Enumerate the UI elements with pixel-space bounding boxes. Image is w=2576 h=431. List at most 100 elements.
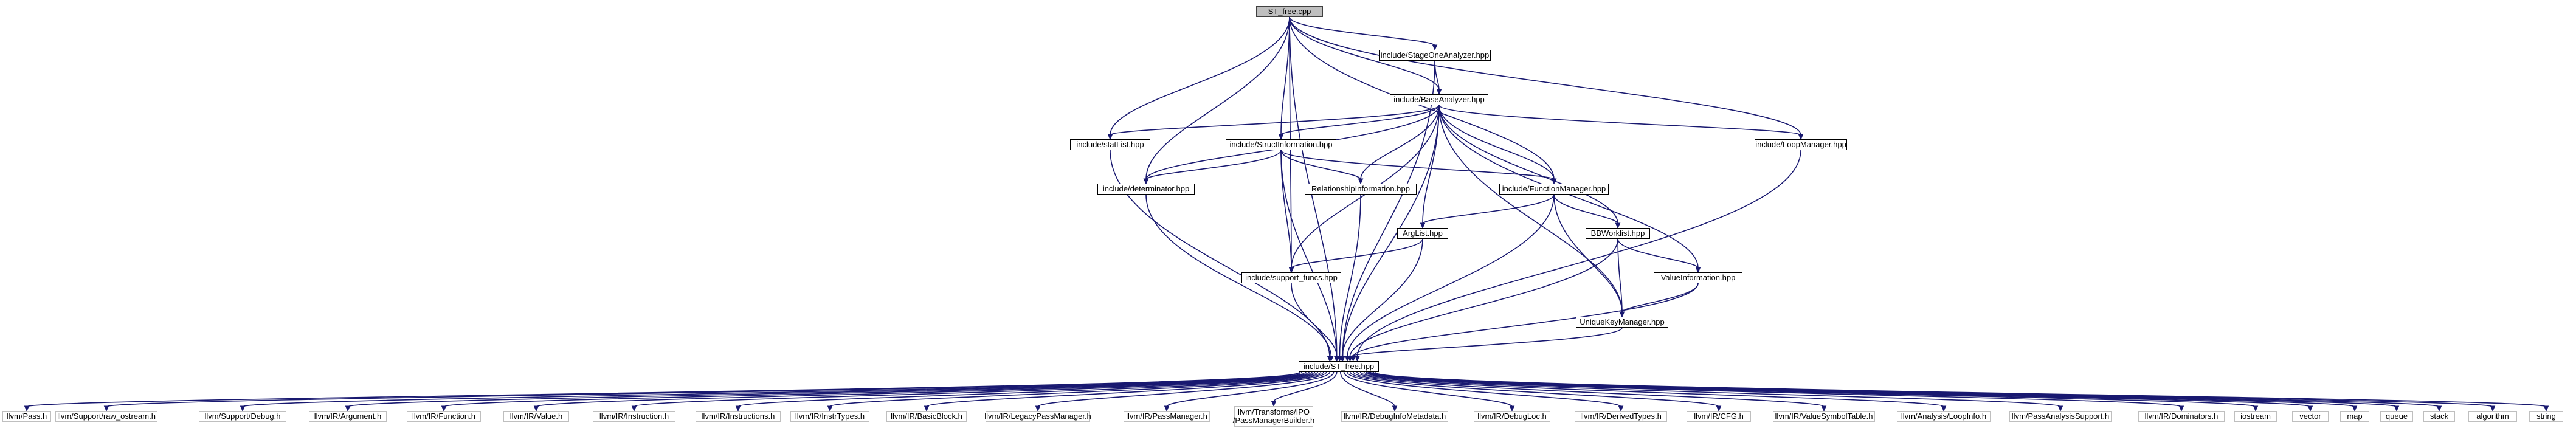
edge-sthpp-to-s14 bbox=[1339, 371, 1395, 407]
edge-arrowhead bbox=[1420, 222, 1426, 229]
node-struct[interactable]: include/StructInformation.hpp bbox=[1226, 139, 1336, 150]
node-s23: vector bbox=[2292, 411, 2329, 422]
edge-root-to-struct bbox=[1280, 16, 1290, 136]
node-vinfo[interactable]: ValueInformation.hpp bbox=[1654, 272, 1742, 283]
edge-base-to-stat bbox=[1110, 105, 1440, 136]
node-arg[interactable]: ArgList.hpp bbox=[1397, 228, 1448, 239]
node-label: llvm/IR/BasicBlock.h bbox=[891, 412, 962, 421]
node-label: ValueInformation.hpp bbox=[1660, 273, 1736, 282]
edge-arg-to-sthpp bbox=[1341, 238, 1423, 357]
edge-sthpp-to-s6 bbox=[536, 371, 1316, 407]
edge-arrowhead bbox=[1615, 222, 1621, 229]
edge-arrowhead bbox=[1355, 356, 1360, 362]
edge-sthpp-to-s8 bbox=[737, 371, 1322, 407]
node-base[interactable]: include/BaseAnalyzer.hpp bbox=[1390, 94, 1488, 105]
node-s14: llvm/IR/DebugInfoMetadata.h bbox=[1341, 411, 1448, 422]
node-ukm[interactable]: UniqueKeyManager.hpp bbox=[1576, 317, 1668, 328]
node-s7: llvm/IR/Instruction.h bbox=[593, 411, 675, 422]
edge-arrowhead bbox=[24, 405, 30, 412]
edge-root-to-stage bbox=[1289, 16, 1435, 46]
edge-arrowhead bbox=[533, 405, 539, 412]
node-label: llvm/IR/DerivedTypes.h bbox=[1580, 412, 1662, 421]
node-s12: llvm/IR/PassManager.h bbox=[1124, 411, 1210, 422]
edge-base-to-func bbox=[1438, 105, 1555, 180]
node-s22: iostream bbox=[2234, 411, 2277, 422]
edge-arrowhead bbox=[2436, 405, 2442, 412]
edge-func-to-ukm bbox=[1553, 194, 1623, 313]
node-bbw[interactable]: BBWorklist.hpp bbox=[1586, 228, 1650, 239]
node-root[interactable]: ST_free.cpp bbox=[1256, 6, 1323, 17]
edge-arrowhead bbox=[1821, 405, 1827, 412]
node-rel[interactable]: RelationshipInformation.hpp bbox=[1305, 184, 1417, 195]
edge-sthpp-to-s10 bbox=[926, 371, 1327, 407]
edge-vinfo-to-sthpp bbox=[1352, 283, 1699, 357]
edge-root-to-det bbox=[1145, 16, 1290, 180]
edge-sthpp-to-s11 bbox=[1037, 371, 1330, 407]
edge-arrowhead bbox=[240, 405, 246, 412]
node-supp[interactable]: include/support_funcs.hpp bbox=[1241, 272, 1341, 283]
edge-arrowhead bbox=[1392, 405, 1398, 412]
edge-sthpp-to-s15 bbox=[1343, 371, 1513, 407]
node-label: include/statList.hpp bbox=[1076, 140, 1144, 149]
edge-root-to-sthpp bbox=[1289, 16, 1338, 357]
node-label: llvm/PassAnalysisSupport.h bbox=[2011, 412, 2110, 421]
edge-base-to-rel bbox=[1360, 105, 1440, 180]
edge-arrowhead bbox=[2490, 405, 2496, 412]
edge-struct-to-func bbox=[1280, 150, 1555, 180]
node-s6: llvm/IR/Value.h bbox=[503, 411, 569, 422]
edge-arrowhead bbox=[1328, 356, 1334, 362]
edge-root-to-stat bbox=[1110, 16, 1290, 136]
edge-arrowhead bbox=[441, 405, 447, 412]
node-stat[interactable]: include/statList.hpp bbox=[1070, 139, 1150, 150]
node-stage[interactable]: include/StageOneAnalyzer.hpp bbox=[1379, 50, 1491, 61]
node-label: include/StageOneAnalyzer.hpp bbox=[1380, 50, 1490, 60]
edge-base-to-bbw bbox=[1438, 105, 1618, 224]
edge-arrowhead bbox=[1509, 405, 1515, 412]
edge-sthpp-to-s21 bbox=[1363, 371, 2182, 407]
node-label: llvm/IR/DebugLoc.h bbox=[1477, 412, 1547, 421]
edge-root-to-supp bbox=[1289, 16, 1292, 269]
edge-sthpp-to-s18 bbox=[1353, 371, 1825, 407]
node-s4: llvm/IR/Argument.h bbox=[309, 411, 387, 422]
node-label: include/ST_free.hpp bbox=[1303, 362, 1375, 371]
edge-sthpp-to-s7 bbox=[634, 371, 1319, 407]
node-func[interactable]: include/FunctionManager.hpp bbox=[1499, 184, 1609, 195]
node-label: string bbox=[2536, 412, 2556, 421]
node-s13: llvm/Transforms/IPO /PassManagerBuilder.… bbox=[1233, 406, 1314, 427]
edge-arrowhead bbox=[1350, 356, 1356, 362]
node-label: algorithm bbox=[2476, 412, 2509, 421]
edge-arrowhead bbox=[1143, 178, 1149, 185]
edge-arg-to-supp bbox=[1291, 238, 1423, 269]
edge-arrowhead bbox=[1278, 134, 1284, 140]
node-loop[interactable]: include/LoopManager.hpp bbox=[1755, 139, 1847, 150]
edge-rel-to-sthpp bbox=[1339, 194, 1361, 357]
node-s10: llvm/IR/BasicBlock.h bbox=[886, 411, 967, 422]
edge-arrowhead bbox=[2253, 405, 2259, 412]
node-s27: algorithm bbox=[2468, 411, 2517, 422]
node-label: include/BaseAnalyzer.hpp bbox=[1393, 95, 1485, 104]
edge-root-to-base bbox=[1289, 16, 1440, 91]
edge-arrowhead bbox=[1619, 311, 1625, 318]
edge-arrowhead bbox=[1436, 89, 1442, 95]
edge-base-to-ukm bbox=[1438, 105, 1623, 313]
node-s3: llvm/Support/Debug.h bbox=[199, 411, 286, 422]
node-det[interactable]: include/determinator.hpp bbox=[1097, 184, 1195, 195]
edge-struct-to-det bbox=[1145, 150, 1282, 180]
node-label: UniqueKeyManager.hpp bbox=[1580, 317, 1665, 326]
edge-sthpp-to-s13 bbox=[1273, 371, 1338, 402]
node-label: llvm/Support/raw_ostream.h bbox=[57, 412, 156, 421]
node-label: llvm/IR/Dominators.h bbox=[2144, 412, 2219, 421]
node-label: llvm/IR/Argument.h bbox=[314, 412, 382, 421]
node-s24: map bbox=[2340, 411, 2369, 422]
node-sthpp[interactable]: include/ST_free.hpp bbox=[1299, 361, 1379, 372]
node-label: include/StructInformation.hpp bbox=[1229, 140, 1333, 149]
node-label: iostream bbox=[2240, 412, 2271, 421]
edge-sthpp-to-s9 bbox=[829, 371, 1324, 407]
edge-arrowhead bbox=[1339, 356, 1345, 362]
edge-sthpp-to-s19 bbox=[1356, 371, 1944, 407]
node-label: BBWorklist.hpp bbox=[1590, 229, 1645, 238]
edge-sthpp-to-s12 bbox=[1166, 371, 1335, 407]
edge-bbw-to-ukm bbox=[1617, 238, 1623, 313]
edge-sthpp-to-s5 bbox=[443, 371, 1313, 407]
